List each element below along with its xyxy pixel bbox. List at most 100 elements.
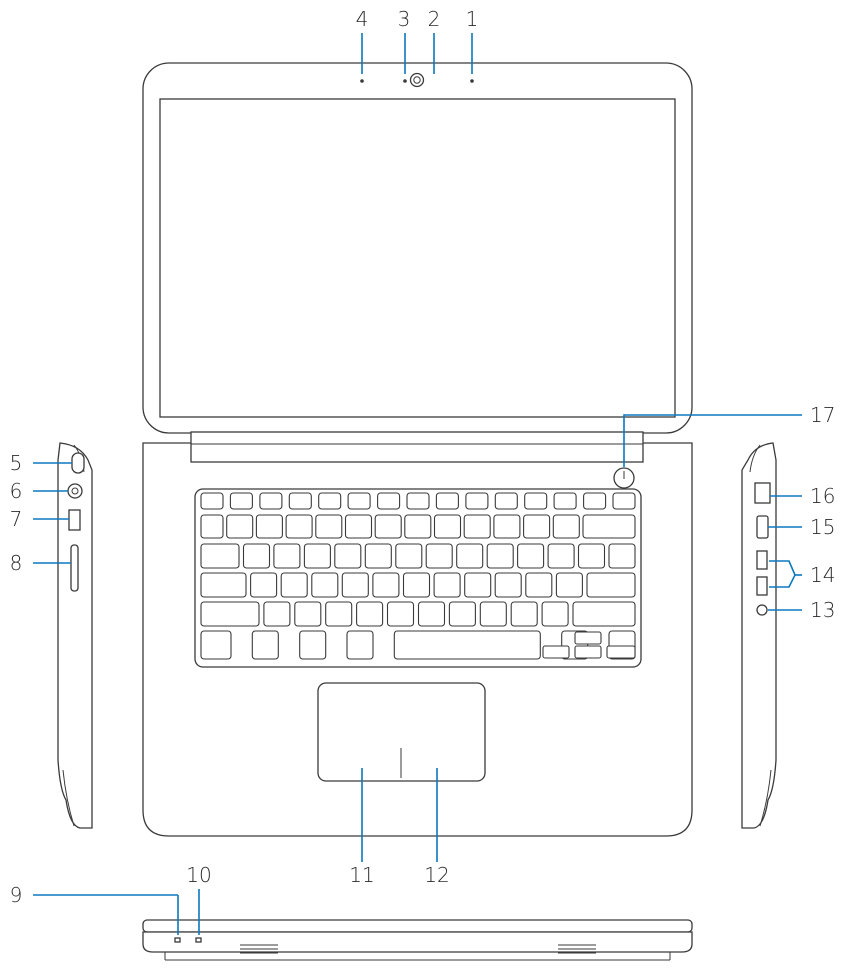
keyboard-key[interactable] xyxy=(435,492,459,510)
hdmi-port[interactable] xyxy=(756,515,769,539)
laptop-open-view xyxy=(142,62,693,837)
keyboard-key[interactable] xyxy=(493,514,521,539)
keyboard-key[interactable] xyxy=(425,543,453,569)
keyboard-key[interactable] xyxy=(372,572,400,598)
keyboard-key[interactable] xyxy=(315,514,343,539)
arrow-key[interactable] xyxy=(606,645,636,659)
keyboard-key[interactable] xyxy=(200,492,224,510)
touchpad[interactable] xyxy=(317,682,486,782)
keyboard-key[interactable] xyxy=(517,543,545,569)
headset-port[interactable] xyxy=(756,604,768,616)
keyboard-key[interactable] xyxy=(486,543,514,569)
sd-card-reader[interactable] xyxy=(70,544,79,592)
keyboard-key[interactable] xyxy=(494,572,522,598)
microphone-right xyxy=(470,79,474,83)
keyboard-key[interactable] xyxy=(356,601,384,627)
keyboard-key[interactable] xyxy=(325,601,353,627)
keyboard-key[interactable] xyxy=(386,601,415,627)
keyboard-key[interactable] xyxy=(318,492,342,510)
arrow-key[interactable] xyxy=(542,645,570,659)
keyboard-key[interactable] xyxy=(377,492,401,510)
keyboard-key[interactable] xyxy=(200,601,260,627)
keyboard-key[interactable] xyxy=(347,492,371,510)
network-port[interactable] xyxy=(754,482,771,504)
keyboard-key[interactable] xyxy=(510,601,538,627)
keyboard-key[interactable] xyxy=(285,514,313,539)
keyboard-key[interactable] xyxy=(402,572,431,598)
keyboard-key[interactable] xyxy=(273,543,301,569)
usb-3-port-left[interactable] xyxy=(68,509,81,531)
arrow-key[interactable] xyxy=(574,631,602,645)
display-screen xyxy=(159,98,676,418)
keyboard-key[interactable] xyxy=(586,572,636,598)
keyboard-key[interactable] xyxy=(524,492,548,510)
keyboard-key[interactable] xyxy=(346,630,374,660)
keyboard-key[interactable] xyxy=(200,572,247,598)
keyboard-key[interactable] xyxy=(263,601,291,627)
keyboard-key[interactable] xyxy=(250,572,278,598)
keyboard-key[interactable] xyxy=(395,543,423,569)
keyboard-key[interactable] xyxy=(465,492,489,510)
keyboard-key[interactable] xyxy=(577,543,606,569)
keyboard-key[interactable] xyxy=(294,601,322,627)
keyboard-key[interactable] xyxy=(433,514,462,539)
keyboard-key[interactable] xyxy=(608,543,636,569)
keyboard-key[interactable] xyxy=(334,543,362,569)
keyboard-key[interactable] xyxy=(344,514,373,539)
power-adapter-port[interactable] xyxy=(67,483,83,499)
keyboard-key[interactable] xyxy=(582,514,636,539)
keyboard-key[interactable] xyxy=(448,601,476,627)
keyboard-key[interactable] xyxy=(433,572,461,598)
callout-7: 7 xyxy=(10,507,23,531)
usb-2-port-bottom[interactable] xyxy=(756,576,768,596)
keyboard-key[interactable] xyxy=(583,492,607,510)
keyboard-key[interactable] xyxy=(525,572,553,598)
callout-15: 15 xyxy=(810,515,835,539)
usb-2-port-top[interactable] xyxy=(756,550,768,570)
keyboard-key[interactable] xyxy=(255,514,283,539)
keyboard-key[interactable] xyxy=(229,492,253,510)
keyboard-key[interactable] xyxy=(494,492,518,510)
camera-status-light xyxy=(403,79,407,83)
keyboard-key[interactable] xyxy=(553,492,577,510)
keyboard-key[interactable] xyxy=(464,572,492,598)
keyboard-key[interactable] xyxy=(523,514,551,539)
arrow-key[interactable] xyxy=(574,645,602,659)
keyboard-key[interactable] xyxy=(242,543,271,569)
keyboard-key[interactable] xyxy=(259,492,283,510)
keyboard-key[interactable] xyxy=(456,543,484,569)
callout-17: 17 xyxy=(810,403,835,427)
keyboard-key[interactable] xyxy=(280,572,308,598)
keyboard-key[interactable] xyxy=(364,543,392,569)
keyboard-key[interactable] xyxy=(226,514,254,539)
keyboard-key[interactable] xyxy=(200,543,240,569)
keyboard-key[interactable] xyxy=(251,630,279,660)
keyboard-key[interactable] xyxy=(303,543,331,569)
security-cable-slot[interactable] xyxy=(71,452,85,474)
keyboard-key[interactable] xyxy=(479,601,507,627)
callout-13: 13 xyxy=(810,598,835,622)
keyboard-key[interactable] xyxy=(541,601,569,627)
keyboard-key[interactable] xyxy=(552,514,580,539)
keyboard-key[interactable] xyxy=(572,601,636,627)
keyboard-key[interactable] xyxy=(417,601,446,627)
callout-3: 3 xyxy=(398,7,411,31)
keyboard-key[interactable] xyxy=(404,514,432,539)
keyboard-key[interactable] xyxy=(341,572,369,598)
keyboard-key[interactable] xyxy=(288,492,312,510)
callout-numbers: 1 2 3 4 5 6 7 8 9 10 11 12 13 14 15 16 1… xyxy=(10,7,836,907)
keyboard-key[interactable] xyxy=(463,514,491,539)
speaker-grille-left xyxy=(240,944,278,954)
callout-11: 11 xyxy=(349,863,374,887)
keyboard-key[interactable] xyxy=(406,492,430,510)
keyboard-key[interactable] xyxy=(374,514,402,539)
keyboard-key[interactable] xyxy=(393,630,541,660)
keyboard-key[interactable] xyxy=(311,572,339,598)
keyboard-key[interactable] xyxy=(200,514,224,539)
keyboard-key[interactable] xyxy=(555,572,583,598)
keyboard-key[interactable] xyxy=(299,630,327,660)
keyboard-key[interactable] xyxy=(547,543,575,569)
power-button[interactable] xyxy=(613,467,635,489)
keyboard-key[interactable] xyxy=(612,492,636,510)
keyboard-key[interactable] xyxy=(200,630,232,660)
